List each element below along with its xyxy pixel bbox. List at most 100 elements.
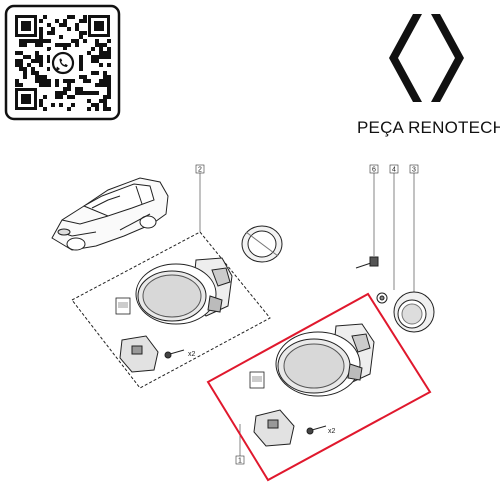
qr-module bbox=[83, 15, 87, 19]
qr-module bbox=[39, 83, 43, 87]
qr-module bbox=[47, 47, 51, 51]
qr-module bbox=[15, 59, 19, 63]
qr-module bbox=[99, 79, 103, 83]
qr-module bbox=[95, 71, 99, 75]
qr-module bbox=[79, 87, 83, 91]
qr-module bbox=[83, 75, 87, 79]
qr-module bbox=[31, 67, 35, 71]
qr-module bbox=[67, 83, 71, 87]
qr-module bbox=[39, 79, 43, 83]
qr-module bbox=[55, 43, 59, 47]
qr-module bbox=[75, 43, 79, 47]
qr-module bbox=[23, 67, 27, 71]
qr-module bbox=[79, 19, 83, 23]
qr-module bbox=[63, 87, 67, 91]
qr-module bbox=[51, 103, 55, 107]
qr-module bbox=[67, 43, 71, 47]
qr-module bbox=[99, 83, 103, 87]
qr-module bbox=[95, 91, 99, 95]
qr-module bbox=[67, 15, 71, 19]
callout-6: 6 bbox=[369, 164, 379, 174]
qr-module bbox=[27, 55, 31, 59]
qr-module bbox=[79, 75, 83, 79]
qr-module bbox=[19, 43, 23, 47]
qr-module bbox=[99, 55, 103, 59]
qr-module bbox=[47, 23, 51, 27]
qr-module bbox=[107, 87, 111, 91]
qr-module bbox=[83, 39, 87, 43]
leader-lines bbox=[199, 172, 415, 456]
qr-module bbox=[59, 95, 63, 99]
qr-module bbox=[47, 59, 51, 63]
qr-module bbox=[99, 43, 103, 47]
whatsapp-icon bbox=[50, 50, 76, 76]
qr-module bbox=[19, 59, 23, 63]
qr-module bbox=[107, 63, 111, 67]
qr-module bbox=[47, 83, 51, 87]
qr-module bbox=[83, 91, 87, 95]
nut-part-4 bbox=[376, 292, 388, 304]
svg-text:2: 2 bbox=[198, 167, 202, 174]
qr-module bbox=[103, 55, 107, 59]
qr-module bbox=[19, 83, 23, 87]
qr-module bbox=[95, 103, 99, 107]
qr-module bbox=[83, 31, 87, 35]
qr-module bbox=[55, 91, 59, 95]
qr-module bbox=[107, 39, 111, 43]
qr-module bbox=[71, 15, 75, 19]
qr-module bbox=[91, 91, 95, 95]
qr-code[interactable] bbox=[4, 4, 121, 121]
qr-module bbox=[55, 95, 59, 99]
qr-module bbox=[27, 63, 31, 67]
qr-module bbox=[15, 83, 19, 87]
qr-module bbox=[75, 27, 79, 31]
qr-module bbox=[99, 63, 103, 67]
qr-module bbox=[39, 55, 43, 59]
qr-module bbox=[59, 35, 63, 39]
bracket-upper bbox=[119, 335, 159, 373]
qr-module bbox=[51, 31, 55, 35]
qr-module bbox=[79, 59, 83, 63]
qr-module bbox=[87, 91, 91, 95]
qr-module bbox=[19, 39, 23, 43]
qr-module bbox=[19, 51, 23, 55]
qr-module bbox=[91, 59, 95, 63]
qr-module bbox=[67, 107, 71, 111]
qr-module bbox=[83, 19, 87, 23]
qr-module bbox=[63, 43, 67, 47]
qr-module bbox=[95, 39, 99, 43]
qr-module bbox=[103, 99, 107, 103]
qr-module bbox=[35, 55, 39, 59]
qr-module bbox=[19, 63, 23, 67]
qr-module bbox=[47, 31, 51, 35]
qr-module bbox=[79, 31, 83, 35]
qr-module bbox=[67, 27, 71, 31]
bolt-part-6 bbox=[355, 256, 379, 269]
qr-module bbox=[71, 103, 75, 107]
qr-module bbox=[55, 79, 59, 83]
qr-module bbox=[87, 99, 91, 103]
qr-module bbox=[39, 103, 43, 107]
qr-module bbox=[31, 71, 35, 75]
qr-module bbox=[79, 35, 83, 39]
qr-module bbox=[103, 95, 107, 99]
qr-module bbox=[47, 79, 51, 83]
qr-module bbox=[103, 71, 107, 75]
car-illustration bbox=[51, 177, 169, 251]
qr-module bbox=[103, 83, 107, 87]
qr-module bbox=[63, 23, 67, 27]
qr-module bbox=[75, 87, 79, 91]
qr-module bbox=[103, 75, 107, 79]
qr-module bbox=[39, 43, 43, 47]
qr-module bbox=[39, 31, 43, 35]
qr-module bbox=[71, 39, 75, 43]
qr-module bbox=[47, 67, 51, 71]
qr-module bbox=[31, 59, 35, 63]
qr-module bbox=[107, 83, 111, 87]
qr-module bbox=[59, 23, 63, 27]
label-card-lower bbox=[249, 371, 265, 389]
screw-lower bbox=[306, 425, 327, 435]
qr-module bbox=[103, 43, 107, 47]
qr-modules bbox=[15, 15, 111, 111]
